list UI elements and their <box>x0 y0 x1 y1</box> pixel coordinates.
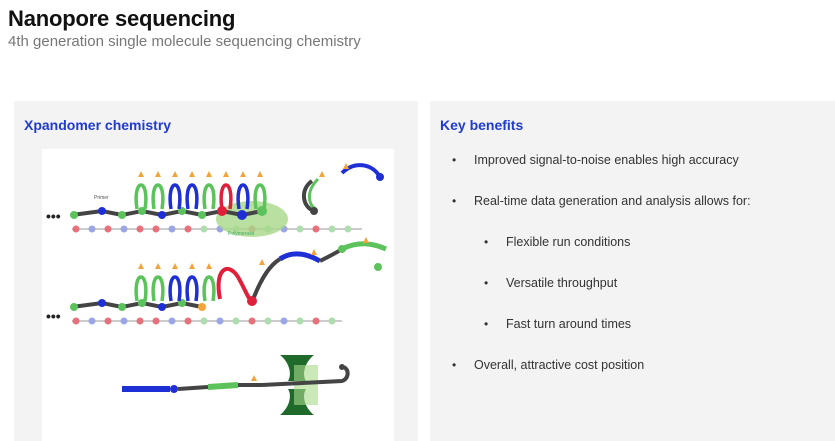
page-subtitle: 4th generation single molecule sequencin… <box>8 33 361 50</box>
polymerase-label: Polymerase <box>228 231 255 237</box>
tether-tips-top <box>138 171 263 177</box>
benefits-list: •Improved signal-to-noise enables high a… <box>430 101 835 441</box>
tether-tips-middle <box>138 263 212 269</box>
tethers-middle <box>136 277 214 301</box>
xpandomer-illustration: ••• Polymerase Primer <box>42 149 394 441</box>
xpandomer-diagram: ••• Polymerase Primer <box>42 149 394 441</box>
list-item: •Real-time data generation and analysis … <box>474 194 751 208</box>
ellipsis-bottom: ••• <box>46 308 61 324</box>
xpandomer-panel: Xpandomer chemistry ••• Polymerase Pr <box>14 101 418 441</box>
page-title: Nanopore sequencing <box>8 6 235 32</box>
xpandomer-heading: Xpandomer chemistry <box>24 117 171 133</box>
key-benefits-panel: Key benefits •Improved signal-to-noise e… <box>430 101 835 441</box>
list-item: •Improved signal-to-noise enables high a… <box>474 153 739 167</box>
list-item-sub: •Versatile throughput <box>506 276 617 290</box>
ellipsis-top: ••• <box>46 208 61 224</box>
list-item-sub: •Fast turn around times <box>506 317 631 331</box>
primer-label: Primer <box>94 195 109 201</box>
list-item-sub: •Flexible run conditions <box>506 235 630 249</box>
list-item: •Overall, attractive cost position <box>474 358 644 372</box>
